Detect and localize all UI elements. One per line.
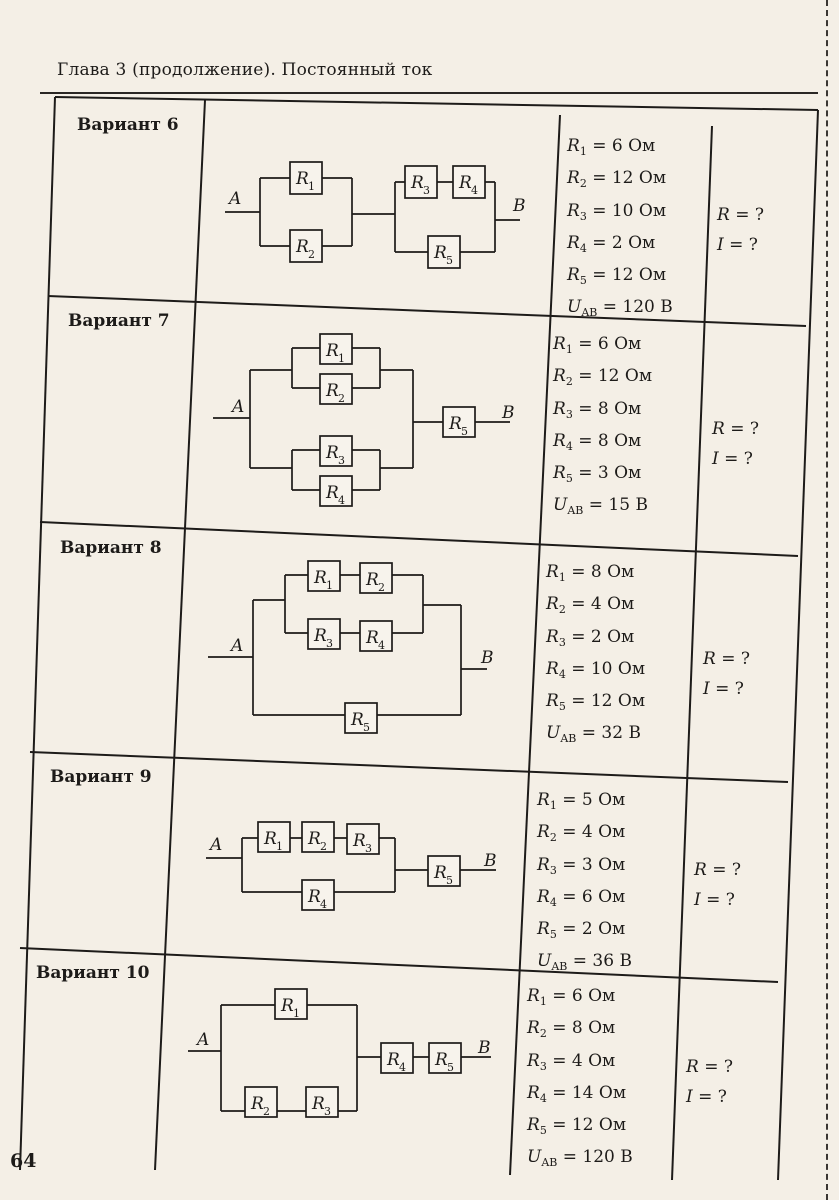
unknowns: R = ? I = ? (712, 419, 759, 469)
svg-text:B: B (477, 1038, 491, 1058)
svg-text:5: 5 (446, 874, 453, 887)
svg-text:R: R (307, 887, 321, 907)
svg-text:B: B (483, 851, 497, 871)
header-rule (40, 92, 818, 94)
given-values: R1 = 6 Ом R2 = 12 Ом R3 = 10 Ом R4 = 2 О… (567, 136, 673, 320)
svg-text:5: 5 (447, 1061, 454, 1074)
svg-text:2: 2 (320, 840, 327, 853)
svg-text:1: 1 (326, 579, 333, 592)
variant-label: Вариант 10 (36, 963, 150, 983)
page-number: 64 (10, 1150, 37, 1172)
svg-text:1: 1 (308, 180, 315, 193)
given-values: R1 = 6 Ом R2 = 12 Ом R3 = 8 Ом R4 = 8 Ом… (553, 334, 653, 518)
svg-text:2: 2 (378, 581, 385, 594)
svg-text:R: R (325, 483, 339, 503)
svg-text:2: 2 (308, 248, 315, 261)
svg-text:A: A (208, 835, 222, 855)
svg-text:R: R (352, 831, 366, 851)
unknowns: R = ? I = ? (703, 649, 750, 699)
svg-text:R: R (386, 1050, 400, 1070)
svg-text:B: B (480, 648, 494, 668)
svg-text:1: 1 (338, 352, 345, 365)
variant-label: Вариант 6 (77, 115, 179, 135)
variant-label: Вариант 8 (60, 538, 162, 558)
svg-text:R: R (325, 341, 339, 361)
svg-text:2: 2 (338, 392, 345, 405)
svg-text:4: 4 (378, 639, 385, 652)
svg-text:R: R (295, 237, 309, 257)
svg-text:R: R (448, 414, 462, 434)
svg-text:R: R (365, 570, 379, 590)
unknowns: R = ? I = ? (694, 860, 741, 910)
svg-text:R: R (263, 829, 277, 849)
svg-text:5: 5 (461, 425, 468, 438)
svg-text:R: R (365, 628, 379, 648)
svg-text:4: 4 (471, 184, 478, 197)
svg-text:3: 3 (423, 184, 430, 197)
unknowns: R = ? I = ? (717, 205, 764, 255)
svg-text:R: R (410, 173, 424, 193)
svg-text:4: 4 (338, 494, 345, 507)
svg-text:R: R (313, 568, 327, 588)
svg-text:5: 5 (446, 254, 453, 267)
svg-text:4: 4 (320, 898, 327, 911)
svg-text:1: 1 (293, 1007, 300, 1020)
svg-text:R: R (433, 863, 447, 883)
svg-text:R: R (434, 1050, 448, 1070)
svg-text:R: R (458, 173, 472, 193)
svg-text:3: 3 (326, 637, 333, 650)
svg-text:R: R (325, 443, 339, 463)
svg-text:R: R (433, 243, 447, 263)
chapter-header: Глава 3 (продолжение). Постоянный ток (57, 60, 433, 80)
given-values: R1 = 5 Ом R2 = 4 Ом R3 = 3 Ом R4 = 6 Ом … (537, 790, 632, 974)
svg-text:R: R (350, 710, 364, 730)
svg-text:R: R (295, 169, 309, 189)
svg-text:1: 1 (276, 840, 283, 853)
svg-text:3: 3 (365, 842, 372, 855)
svg-text:B: B (512, 196, 526, 216)
svg-text:A: A (229, 636, 243, 656)
svg-text:B: B (501, 403, 515, 423)
variant-label: Вариант 9 (50, 767, 152, 787)
svg-text:R: R (250, 1094, 264, 1114)
unknowns: R = ? I = ? (686, 1057, 733, 1107)
svg-text:A: A (230, 397, 244, 417)
svg-text:4: 4 (399, 1061, 406, 1074)
svg-text:R: R (311, 1094, 325, 1114)
svg-text:R: R (280, 996, 294, 1016)
svg-text:3: 3 (324, 1105, 331, 1118)
svg-text:R: R (307, 829, 321, 849)
svg-text:A: A (227, 189, 241, 209)
given-values: R1 = 8 Ом R2 = 4 Ом R3 = 2 Ом R4 = 10 Ом… (546, 562, 646, 746)
svg-text:R: R (325, 381, 339, 401)
svg-text:5: 5 (363, 721, 370, 734)
variant-label: Вариант 7 (68, 311, 170, 331)
svg-text:2: 2 (263, 1105, 270, 1118)
svg-text:A: A (195, 1030, 209, 1050)
given-values: R1 = 6 Ом R2 = 8 Ом R3 = 4 Ом R4 = 14 Ом… (527, 986, 633, 1170)
cut-line (826, 0, 828, 1200)
svg-text:R: R (313, 626, 327, 646)
svg-text:3: 3 (338, 454, 345, 467)
